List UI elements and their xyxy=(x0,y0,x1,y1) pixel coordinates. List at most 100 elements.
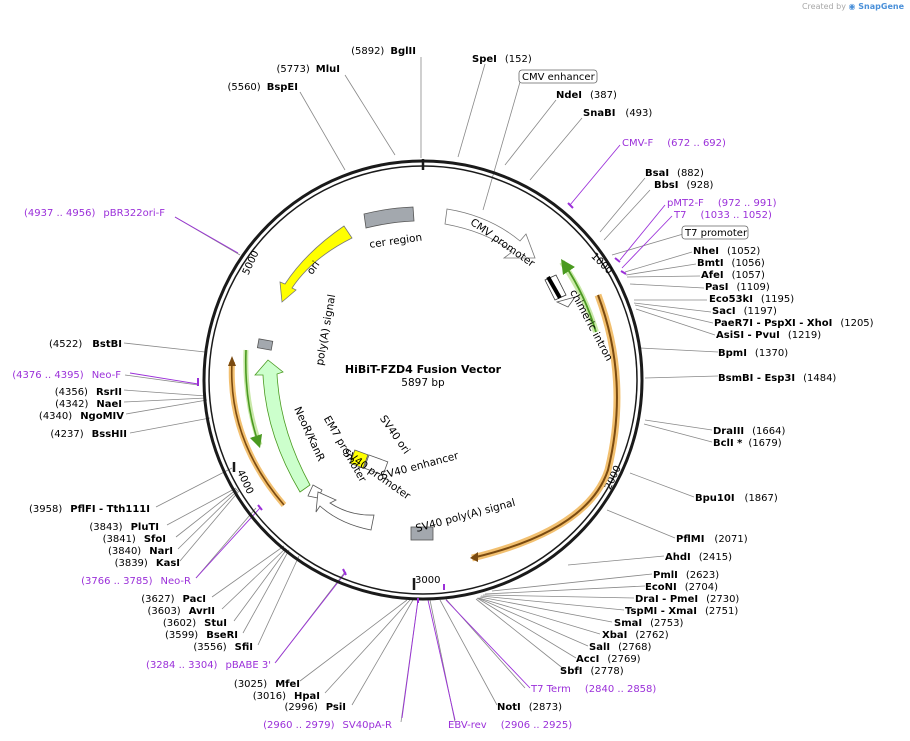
tick-label-3000: 3000 xyxy=(415,575,440,586)
site-sali[interactable]: SalI(2768) xyxy=(589,642,651,653)
site-draiii[interactable]: DraIII(1664) xyxy=(713,426,786,437)
primer-t7-term[interactable]: T7 Term(2840 .. 2858) xyxy=(530,684,656,695)
primer-ebv-rev[interactable]: EBV-rev(2906 .. 2925) xyxy=(448,720,572,731)
sv40-polya-feature[interactable] xyxy=(410,526,434,541)
primer-t7[interactable]: T7(1033 .. 1052) xyxy=(673,210,772,221)
t7-promoter-label: T7 promoter xyxy=(684,228,748,239)
site-hpai[interactable]: (3016)HpaI xyxy=(253,691,320,702)
site-kasi[interactable]: (3839)KasI xyxy=(115,558,180,569)
left-green-orf-feature[interactable] xyxy=(244,349,263,449)
sv40-enhancer-feature[interactable] xyxy=(363,454,389,476)
sv40-promoter-feature[interactable] xyxy=(315,491,375,531)
feature-label-cer: cer region xyxy=(369,232,423,251)
left-orf-feature[interactable] xyxy=(230,361,285,506)
primer-sv40pa-r[interactable]: (2960 .. 2979)SV40pA-R xyxy=(263,720,392,731)
site-ahdi[interactable]: AhdI(2415) xyxy=(665,552,732,563)
site-bspei[interactable]: (5560)BspEI xyxy=(227,82,298,93)
ori-feature[interactable] xyxy=(279,225,353,303)
site-rsrii[interactable]: (4356)RsrII xyxy=(55,387,122,398)
site-bsshii[interactable]: (4237)BssHII xyxy=(50,429,127,440)
primer-neo-r[interactable]: (3766 .. 3785)Neo-R xyxy=(81,576,191,587)
site-paer7i[interactable]: PaeR7I - PspXI - XhoI(1205) xyxy=(714,318,874,329)
site-xbai[interactable]: XbaI(2762) xyxy=(602,630,669,641)
site-bsai[interactable]: BsaI(882) xyxy=(645,168,704,179)
feature-label-polya-signal: poly(A) signal xyxy=(314,293,338,366)
tick-label-1000: 1000 xyxy=(589,251,615,277)
primer-cmv-f[interactable]: CMV-F(672 .. 692) xyxy=(622,138,726,149)
cmv-promoter-feature[interactable] xyxy=(444,208,536,259)
site-avrii[interactable]: (3603)AvrII xyxy=(147,606,215,617)
site-ngomiv[interactable]: (4340)NgoMIV xyxy=(39,411,124,422)
feature-label-sv40-enhancer: SV40 enhancer xyxy=(380,450,461,482)
t7-promoter-box xyxy=(681,225,749,240)
credit-prefix: Created by xyxy=(801,2,846,11)
plasmid-size: 5897 bp xyxy=(401,377,445,389)
cmv-enhancer-label: CMV enhancer xyxy=(522,72,596,83)
site-spei[interactable]: SpeI(152) xyxy=(472,54,532,65)
sv40-ori-feature[interactable] xyxy=(349,449,369,469)
site-afei[interactable]: AfeI(1057) xyxy=(701,270,765,281)
site-nhei[interactable]: NheI(1052) xyxy=(693,246,760,257)
site-smai[interactable]: SmaI(2753) xyxy=(614,618,683,629)
polya-signal-feature[interactable] xyxy=(256,338,274,351)
site-mfei[interactable]: (3025)MfeI xyxy=(234,679,300,690)
primer-neo-f[interactable]: (4376 .. 4395)Neo-F xyxy=(12,370,121,381)
site-pluti[interactable]: (3843)PluTI xyxy=(89,522,159,533)
site-pmli[interactable]: PmlI(2623) xyxy=(653,570,719,581)
fusion-orf-feature[interactable] xyxy=(475,294,618,558)
site-bpu10i[interactable]: Bpu10I(1867) xyxy=(695,493,778,504)
site-asisi[interactable]: AsiSI - PvuI(1219) xyxy=(716,330,821,341)
site-labels-right: SpeI(152) NdeI(387) SnaBI(493) BsaI(882)… xyxy=(472,54,874,713)
primer-pbr322ori-f[interactable]: (4937 .. 4956)pBR322ori-F xyxy=(24,208,165,219)
primer-pmt2-f[interactable]: pMT2-F(972 .. 991) xyxy=(667,198,777,209)
site-sfii[interactable]: (3556)SfiI xyxy=(193,642,253,653)
primer-lines xyxy=(129,144,673,721)
site-noti[interactable]: NotI(2873) xyxy=(497,702,562,713)
major-ticks xyxy=(232,159,425,590)
neor-kanr-feature[interactable] xyxy=(254,359,311,493)
site-eco53ki[interactable]: Eco53kI(1195) xyxy=(709,294,794,305)
site-snabi[interactable]: SnaBI(493) xyxy=(583,108,652,119)
site-paci[interactable]: (3627)PacI xyxy=(141,594,206,605)
site-ndei[interactable]: NdeI(387) xyxy=(556,90,617,101)
feature-label-sv40-ori: SV40 ori xyxy=(377,413,412,456)
primer-pbabe3[interactable]: (3284 .. 3304)pBABE 3' xyxy=(146,660,271,671)
site-bstbi[interactable]: (4522)BstBI xyxy=(49,339,122,350)
site-stui[interactable]: (3602)StuI xyxy=(163,618,227,629)
credit-brand: SnapGene xyxy=(858,2,904,11)
snapgene-credit: Created by ◉ SnapGene xyxy=(802,2,904,11)
site-acci[interactable]: AccI(2769) xyxy=(576,654,641,665)
cmv-enhancer-box xyxy=(518,69,598,84)
site-pasi[interactable]: PasI(1109) xyxy=(705,282,770,293)
plasmid-title: HiBiT-FZD4 Fusion Vector xyxy=(345,363,502,376)
site-drai[interactable]: DraI - PmeI(2730) xyxy=(635,594,739,605)
tick-label-4000: 4000 xyxy=(234,468,255,496)
site-bsmbi[interactable]: BsmBI - Esp3I(1484) xyxy=(718,373,836,384)
site-bcli[interactable]: BclI *(1679) xyxy=(713,438,782,449)
primer-labels: CMV-F(672 .. 692) pMT2-F(972 .. 991) T7(… xyxy=(12,138,776,731)
site-bmti[interactable]: BmtI(1056) xyxy=(697,258,765,269)
site-beri[interactable]: (3599)BseRI xyxy=(165,630,238,641)
site-saci[interactable]: SacI(1197) xyxy=(712,306,777,317)
site-nari[interactable]: (3840)NarI xyxy=(108,546,173,557)
feature-label-neor: NeoR/KanR xyxy=(291,405,327,463)
site-pflmi[interactable]: PflMI(2071) xyxy=(676,534,748,545)
site-pflfi[interactable]: (3958)PflFI - Tth111I xyxy=(29,504,150,515)
site-econi[interactable]: EcoNI(2704) xyxy=(645,582,718,593)
site-tspmi[interactable]: TspMI - XmaI(2751) xyxy=(625,606,738,617)
site-sfoi[interactable]: (3841)SfoI xyxy=(103,534,166,545)
snapgene-logo: ◉ SnapGene xyxy=(848,2,904,11)
site-sbfi[interactable]: SbfI(2778) xyxy=(560,666,624,677)
site-bpmi[interactable]: BpmI(1370) xyxy=(718,348,788,359)
primer-ticks xyxy=(197,202,627,603)
features xyxy=(228,206,621,562)
cer-region-feature[interactable] xyxy=(363,206,415,229)
site-mlui[interactable]: (5773)MluI xyxy=(277,64,340,75)
site-labels-left: (5892)BglII (5773)MluI (5560)BspEI (4522… xyxy=(29,46,416,713)
site-psii[interactable]: (2996)PsiI xyxy=(284,702,346,713)
site-bglii[interactable]: (5892)BglII xyxy=(351,46,416,57)
site-bbsi[interactable]: BbsI(928) xyxy=(654,180,713,191)
hibit-orf-feature[interactable] xyxy=(561,259,597,333)
site-naei[interactable]: (4342)NaeI xyxy=(55,399,122,410)
